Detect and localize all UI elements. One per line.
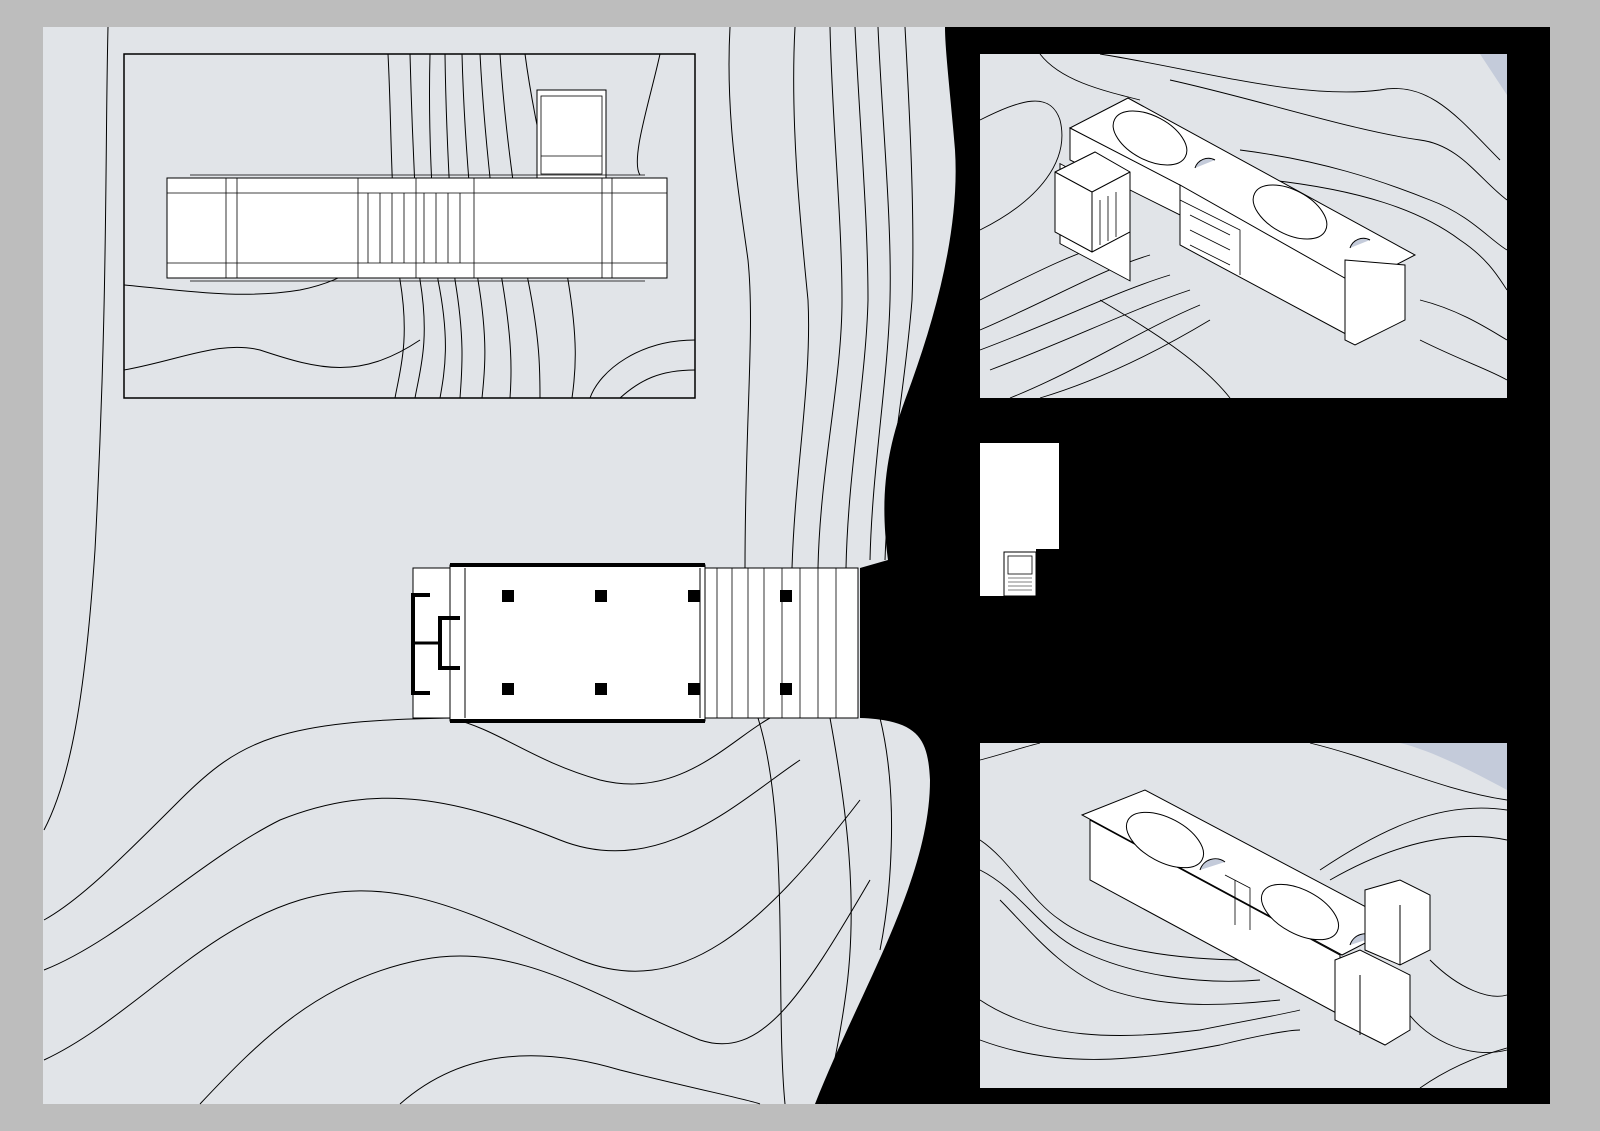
axonometric-rear-view bbox=[979, 742, 1508, 1089]
elevation-view bbox=[123, 53, 696, 399]
site-plan-contours bbox=[43, 26, 914, 1105]
axonometric-front-view bbox=[979, 53, 1508, 399]
floor-plan bbox=[411, 563, 859, 723]
stair-detail-view bbox=[980, 443, 1059, 597]
